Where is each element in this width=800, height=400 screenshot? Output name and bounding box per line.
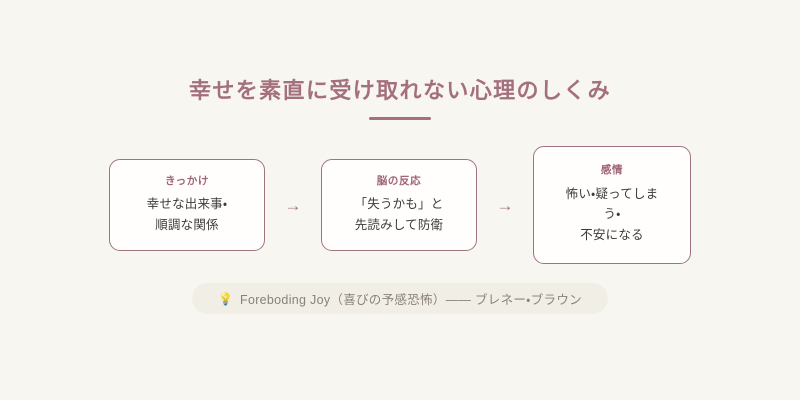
page-title-block: 幸せを素直に受け取れない心理のしくみ [0,78,800,121]
page-title: 幸せを素直に受け取れない心理のしくみ [188,78,612,103]
flow-step-card-3[interactable]: 感情 怖い・疑ってしま う・ 不安になる [533,146,691,264]
flow-step-3-body: 怖い・疑ってしま う・ 不安になる [544,184,680,246]
flow-step-2-heading: 脳の反応 [376,174,422,187]
flow-step-1-heading: きっかけ [165,174,209,187]
flow-step-2-body: 「失うかも」と 先読みして防衛 [332,194,466,235]
flow-step-3-body-line-1: 怖い・疑ってしま [565,186,659,201]
flow-diagram: きっかけ 幸せな出来事・ 順調な関係 → 脳の反応 「失うかも」と 先読みして防… [0,140,800,270]
flow-step-1-body-line-2: 順調な関係 [155,217,219,232]
flow-step-3-heading: 感情 [600,164,624,177]
footer-caption-pill: 💡 Foreboding Joy（喜びの予感恐怖）—— ブレネー・ブラウン [192,283,608,314]
flow-step-card-1[interactable]: きっかけ 幸せな出来事・ 順調な関係 [109,159,265,251]
flow-step-3-body-line-2: う・ [603,207,621,222]
footer-caption-text: Foreboding Joy（喜びの予感恐怖）—— ブレネー・ブラウン [240,293,582,307]
title-underline-accent [369,117,431,121]
flow-step-2-body-line-2: 先読みして防衛 [354,217,444,232]
footer-caption-wrap: 💡 Foreboding Joy（喜びの予感恐怖）—— ブレネー・ブラウン [0,283,800,314]
flow-step-1-body-line-1: 幸せな出来事・ [146,197,228,212]
arrow-right-icon-1: → [284,195,302,215]
flow-step-3-body-line-3: 不安になる [580,228,644,243]
arrow-right-icon-2: → [496,195,514,215]
flow-step-card-2[interactable]: 脳の反応 「失うかも」と 先読みして防衛 [321,159,477,251]
light-bulb-icon: 💡 [218,291,234,306]
flow-step-1-body: 幸せな出来事・ 順調な関係 [120,194,254,235]
flow-step-2-body-line-1: 「失うかも」と [354,197,444,212]
